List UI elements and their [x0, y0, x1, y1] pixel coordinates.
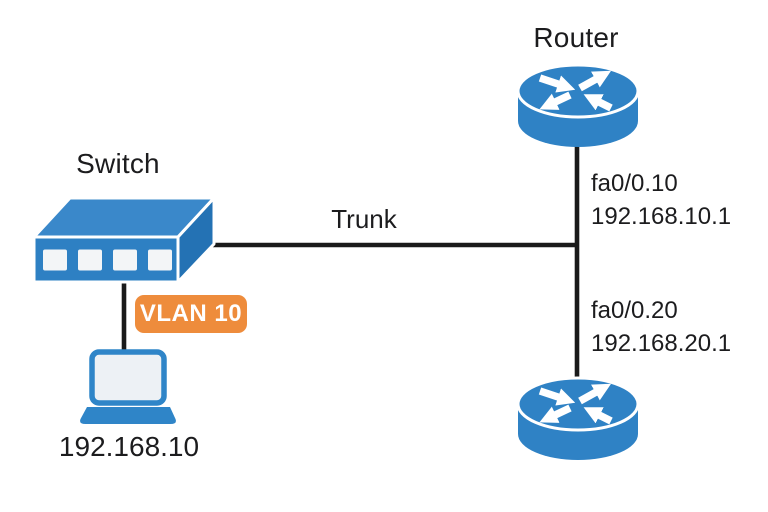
trunk-label: Trunk [331, 204, 397, 234]
subinterface-1: fa0/0.10 192.168.10.1 [591, 167, 731, 233]
router-icon-bottom [518, 378, 638, 460]
switch-icon [32, 196, 216, 284]
subinterface-2-name: fa0/0.20 [591, 297, 678, 324]
laptop-icon [80, 349, 176, 424]
switch-ports [43, 249, 172, 271]
vlan-badge: VLAN 10 [135, 295, 247, 333]
switch-label: Switch [76, 148, 160, 179]
host-ip-label: 192.168.10 [58, 431, 200, 462]
router-icon [518, 65, 638, 147]
subinterface-2: fa0/0.20 192.168.20.1 [591, 294, 731, 360]
subinterface-1-name: fa0/0.10 [591, 170, 678, 197]
links-layer [121, 145, 580, 382]
router-label: Router [533, 22, 619, 53]
subinterface-1-ip: 192.168.10.1 [591, 203, 732, 230]
subinterface-2-ip: 192.168.20.1 [591, 330, 732, 357]
